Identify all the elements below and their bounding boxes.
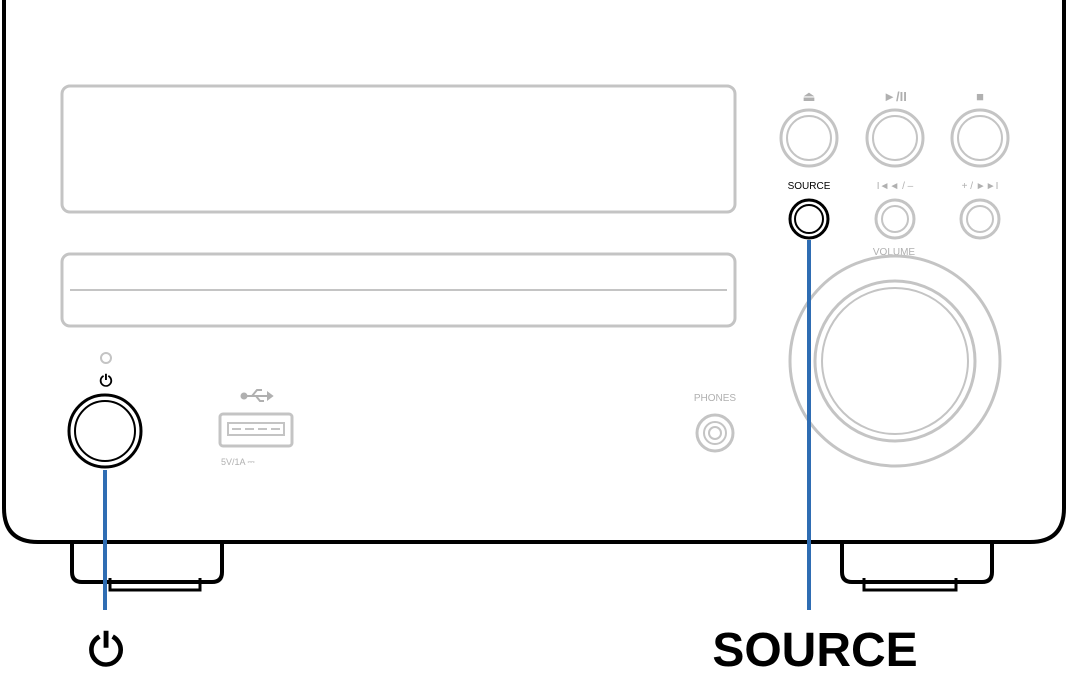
volume-knob[interactable] xyxy=(788,254,1002,468)
phones-jack[interactable] xyxy=(695,413,735,453)
prev-button-label: I◄◄ / – xyxy=(877,181,914,192)
power-icon: ⏻ xyxy=(100,373,113,390)
prev-volume-down-button[interactable] xyxy=(874,198,916,240)
power-button[interactable] xyxy=(67,393,143,469)
power-indicator-led xyxy=(100,352,112,364)
source-button[interactable] xyxy=(788,198,830,240)
volume-label: VOLUME xyxy=(873,247,916,258)
play-pause-button[interactable] xyxy=(865,108,925,168)
next-volume-up-button[interactable] xyxy=(959,198,1001,240)
source-button-label: SOURCE xyxy=(788,181,831,192)
eject-button[interactable] xyxy=(779,108,839,168)
phones-label: PHONES xyxy=(694,393,737,404)
eject-icon: ⏏ xyxy=(802,88,815,104)
usb-rating-label: 5V/1A ⎓ xyxy=(221,457,255,467)
stop-button[interactable] xyxy=(950,108,1010,168)
display-window xyxy=(60,84,737,214)
right-foot xyxy=(840,540,994,592)
usb-port[interactable] xyxy=(218,412,294,448)
play-pause-icon: ►/II xyxy=(883,89,907,104)
disc-slot[interactable] xyxy=(60,252,737,328)
source-callout-label: SOURCE xyxy=(712,624,917,677)
usb-icon xyxy=(240,389,274,402)
stop-icon: ■ xyxy=(976,89,984,104)
power-callout-label: ⏻ xyxy=(89,626,124,675)
device-body xyxy=(2,0,1066,544)
next-button-label: + / ►►I xyxy=(962,181,999,192)
left-foot xyxy=(70,540,224,592)
